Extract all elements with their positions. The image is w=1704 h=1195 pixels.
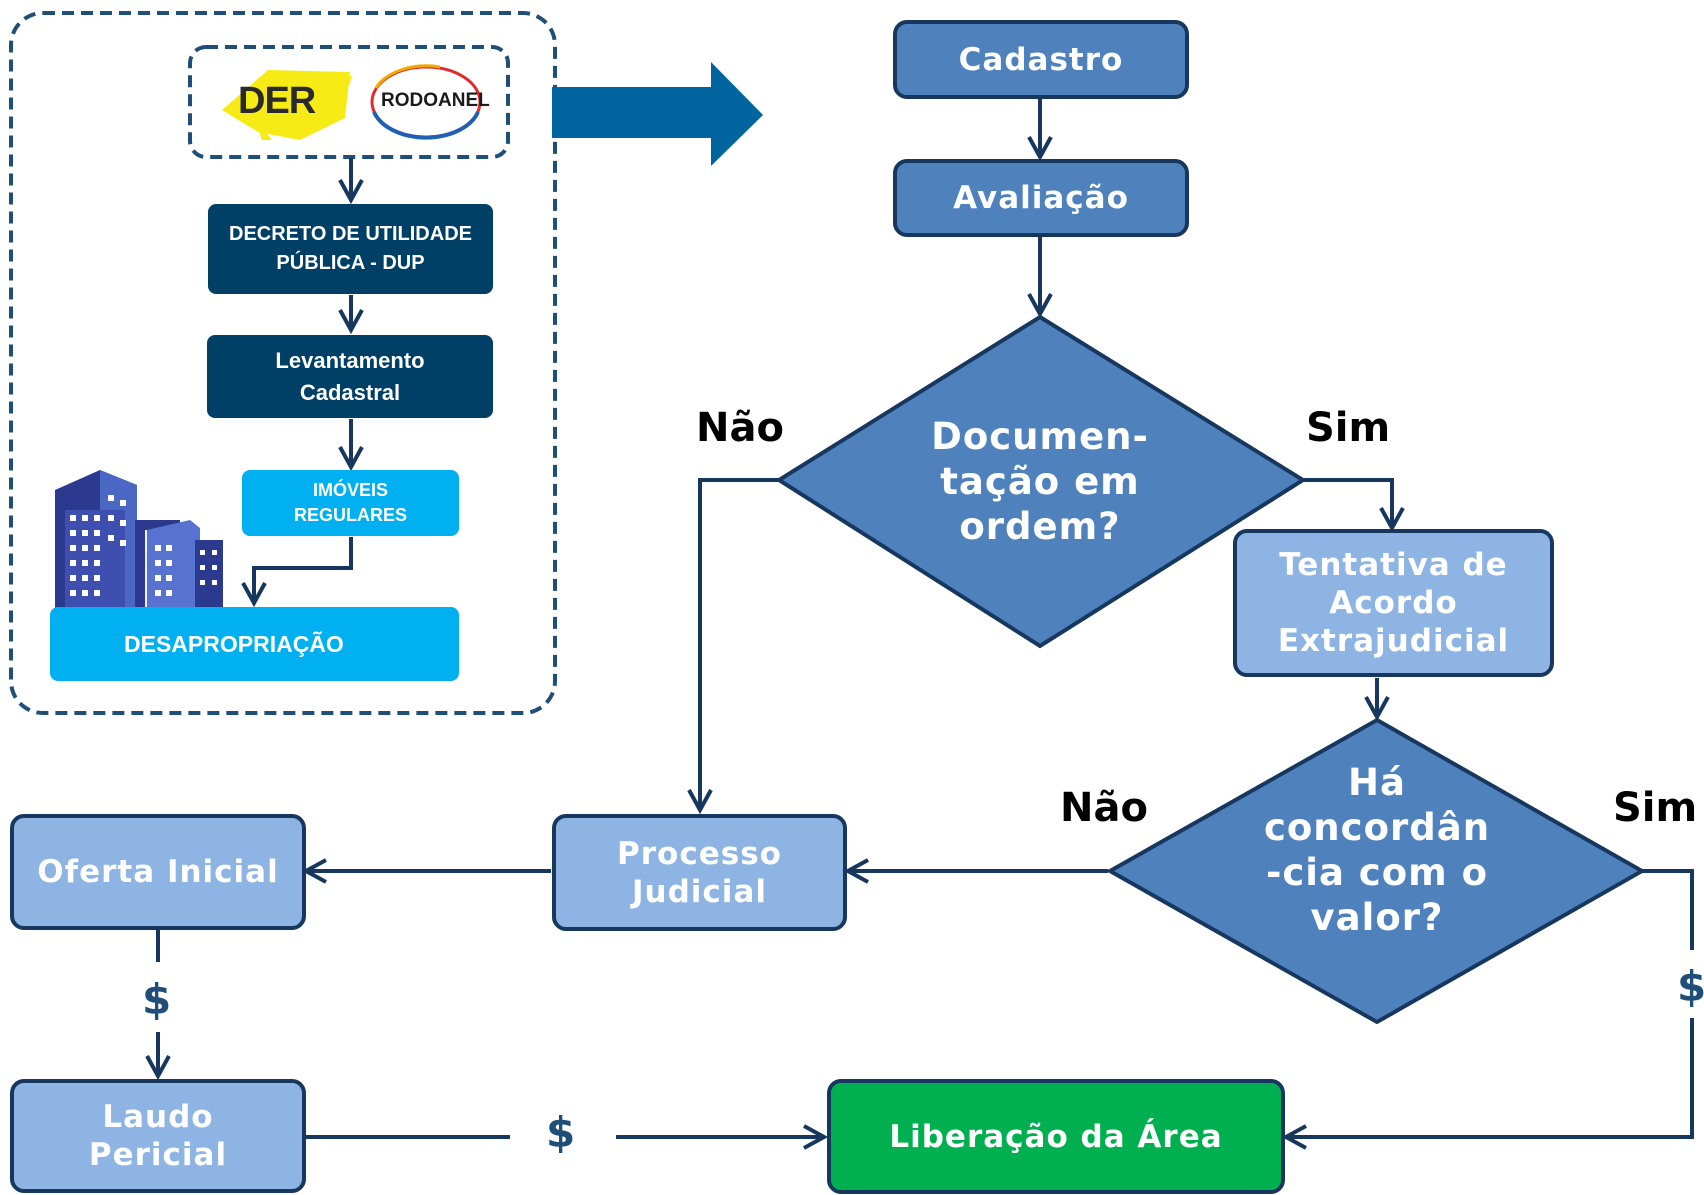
nao-label-concordancia: Não: [1060, 785, 1148, 831]
avaliacao-box: Avaliação: [893, 159, 1189, 237]
oferta-inicial-box: Oferta Inicial: [10, 814, 306, 930]
left-panel-border: [9, 11, 557, 715]
documentacao-line-3: ordem?: [959, 505, 1121, 548]
money-sim-liberacao: $: [1677, 962, 1704, 1011]
documentacao-line-2: tação em: [940, 460, 1140, 503]
documentacao-decision: [775, 314, 1307, 649]
sim-label-concordancia: Sim: [1613, 785, 1698, 831]
buildings-icon: [55, 470, 223, 620]
oferta-inicial-label: Oferta Inicial: [37, 854, 279, 890]
concordancia-line-4: valor?: [1310, 896, 1444, 939]
rodoanel-logo-text: RODOANEL: [381, 90, 490, 111]
dup-box: DECRETO DE UTILIDADE PÚBLICA - DUP: [208, 204, 493, 294]
imoveis-regulares-box: IMÓVEIS REGULARES: [242, 470, 459, 536]
money-oferta-laudo: $: [142, 975, 172, 1024]
processo-judicial-label: Processo Judicial: [617, 835, 782, 910]
concordancia-line-3: -cia com o: [1265, 851, 1489, 894]
documentacao-label: Documen- tação em ordem?: [890, 414, 1190, 549]
big-right-arrow: [552, 62, 763, 166]
levantamento-cadastral-label: Levantamento Cadastral: [275, 347, 425, 405]
liberacao-area-label: Liberação da Área: [889, 1118, 1223, 1155]
concordancia-decision: [1105, 717, 1647, 1025]
cadastro-box: Cadastro: [893, 20, 1189, 99]
documentacao-line-1: Documen-: [931, 415, 1149, 458]
laudo-pericial-box: Laudo Pericial: [10, 1079, 306, 1193]
concordancia-line-2: concordân: [1263, 806, 1491, 849]
dup-label: DECRETO DE UTILIDADE PÚBLICA - DUP: [229, 223, 472, 274]
nao-label-documentacao: Não: [696, 405, 784, 451]
imoveis-regulares-label: IMÓVEIS REGULARES: [293, 480, 407, 525]
concordancia-label: Há concordân -cia com o valor?: [1227, 760, 1527, 940]
der-logo-text: DER: [238, 80, 316, 122]
desapropriacao-box: DESAPROPRIAÇÃO: [50, 607, 459, 681]
liberacao-area-box: Liberação da Área: [827, 1079, 1285, 1194]
flow-connectors: [158, 99, 1694, 1137]
concordancia-line-1: Há: [1348, 761, 1406, 804]
avaliacao-label: Avaliação: [953, 180, 1129, 216]
laudo-pericial-label: Laudo Pericial: [88, 1099, 228, 1173]
sim-label-documentacao: Sim: [1306, 405, 1391, 451]
cadastro-label: Cadastro: [958, 41, 1124, 78]
money-laudo-liberacao: $: [546, 1108, 576, 1157]
processo-judicial-box: Processo Judicial: [552, 814, 847, 931]
levantamento-cadastral-box: Levantamento Cadastral: [207, 335, 493, 418]
logo-box-border: [188, 45, 510, 159]
rodoanel-logo: [370, 64, 482, 140]
tentativa-acordo-box: Tentativa de Acordo Extrajudicial: [1233, 529, 1554, 677]
desapropriacao-label: DESAPROPRIAÇÃO: [124, 630, 344, 657]
left-connectors: [254, 158, 351, 603]
tentativa-acordo-label: Tentativa de Acordo Extrajudicial: [1277, 547, 1510, 659]
der-logo: [222, 70, 352, 140]
